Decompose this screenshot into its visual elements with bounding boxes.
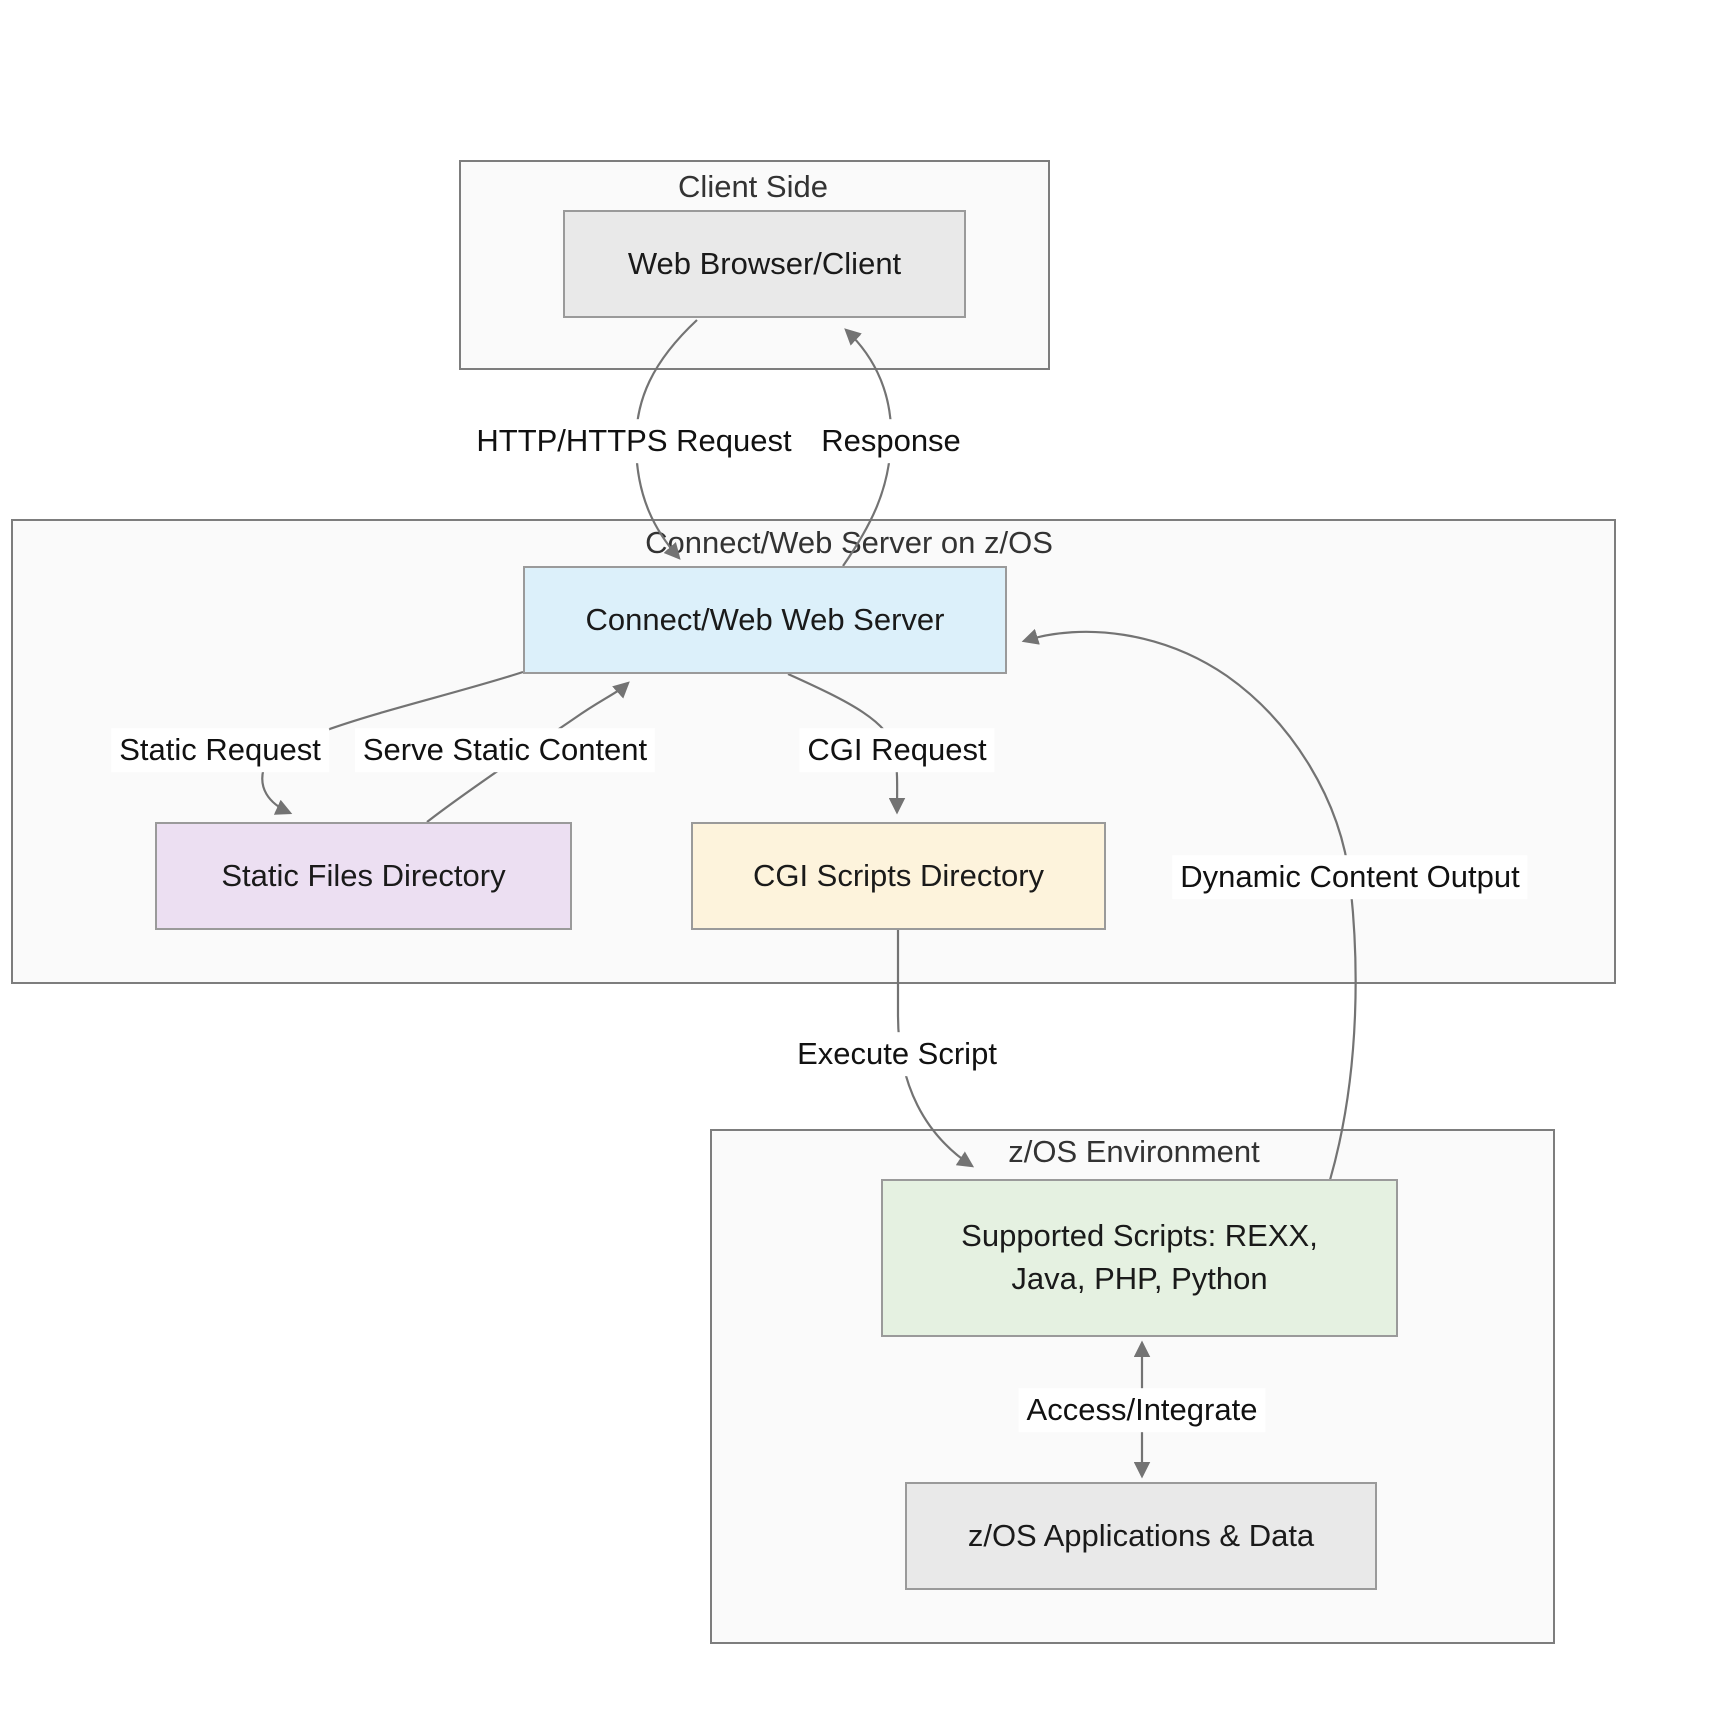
cluster-label-client-side: Client Side <box>678 169 828 204</box>
edge-label-cgi-request: CGI Request <box>799 728 995 772</box>
edge-label-execute-script: Execute Script <box>789 1032 1005 1076</box>
edge-label-dynamic-content-output: Dynamic Content Output <box>1172 855 1528 899</box>
node-static-files-directory: Static Files Directory <box>155 822 572 930</box>
node-web-browser-client: Web Browser/Client <box>563 210 966 318</box>
node-zos-applications-data-label: z/OS Applications & Data <box>967 1517 1315 1553</box>
edge-label-serve-static-content: Serve Static Content <box>354 728 656 772</box>
edge-execute-script-arrow <box>896 930 975 1168</box>
node-zos-applications-data: z/OS Applications & Data <box>905 1482 1377 1590</box>
node-supported-scripts: Supported Scripts: REXX, Java, PHP, Pyth… <box>881 1179 1398 1337</box>
node-cgi-scripts-directory-label: CGI Scripts Directory <box>752 857 1045 893</box>
node-static-files-directory-label: Static Files Directory <box>221 857 506 893</box>
edge-label-access-integrate: Access/Integrate <box>1018 1388 1266 1432</box>
node-connect-web-web-server: Connect/Web Web Server <box>523 566 1007 674</box>
node-cgi-scripts-directory: CGI Scripts Directory <box>691 822 1106 930</box>
cluster-label-zos-environment: z/OS Environment <box>1008 1134 1260 1169</box>
edge-label-http-request: HTTP/HTTPS Request <box>468 419 800 463</box>
node-supported-scripts-label: Supported Scripts: REXX, Java, PHP, Pyth… <box>961 1218 1318 1296</box>
edge-label-static-request: Static Request <box>111 728 329 772</box>
edge-dynamic-output-arrow <box>1021 628 1357 1181</box>
cluster-label-connect-web-server: Connect/Web Server on z/OS <box>645 525 1053 560</box>
node-connect-web-web-server-label: Connect/Web Web Server <box>585 601 945 637</box>
node-web-browser-client-label: Web Browser/Client <box>627 245 902 281</box>
edge-serve-static-arrow <box>426 681 630 823</box>
edge-label-response: Response <box>813 419 969 463</box>
